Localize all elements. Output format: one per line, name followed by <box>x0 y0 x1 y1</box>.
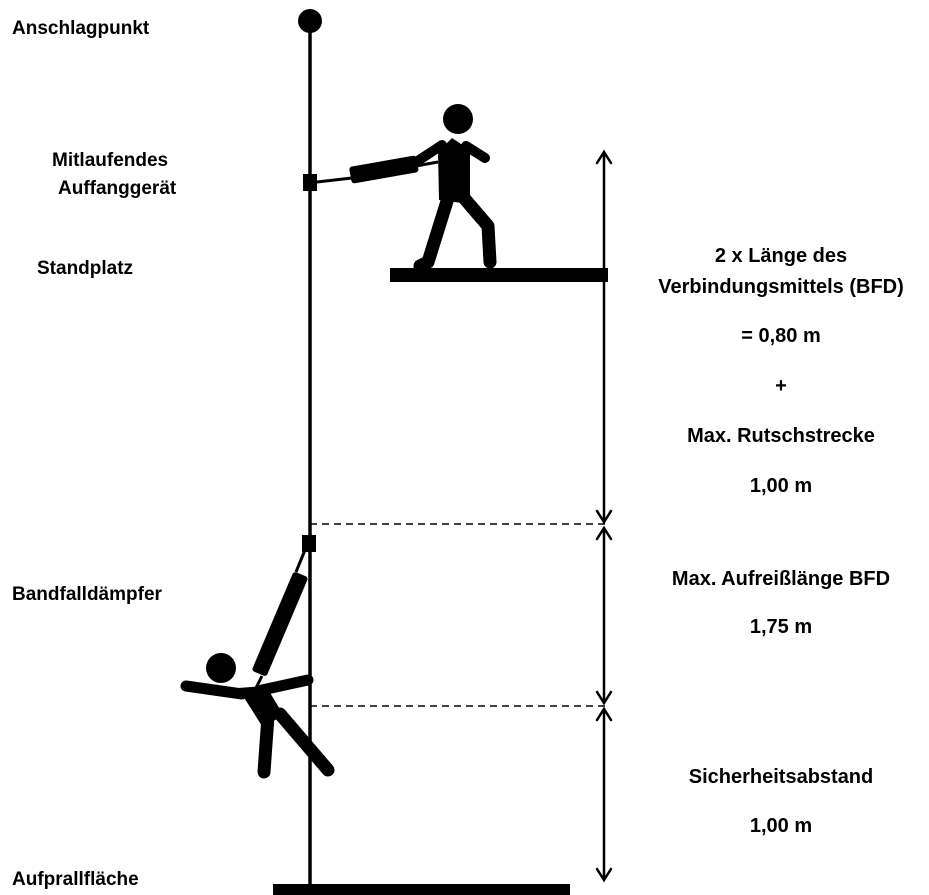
lanyard-label-line1: 2 x Länge des <box>714 245 848 267</box>
label-impact-surface: Aufprallfläche <box>12 869 139 890</box>
safety-value: 1,00 m <box>749 815 813 837</box>
dimension-arrow-tear <box>595 525 613 706</box>
lanyard-label-line2: Verbindungsmittels (BFD) <box>658 276 904 298</box>
label-standplace: Standplatz <box>37 258 134 279</box>
impact-surface-bar <box>273 884 570 895</box>
standing-worker-icon <box>405 104 497 273</box>
plus-sign: + <box>775 375 787 397</box>
tear-label: Max. Aufreißlänge BFD <box>671 568 891 590</box>
dimension-arrow-lanyard-slide <box>595 149 613 525</box>
label-anchor-point: Anschlagpunkt <box>12 18 150 39</box>
lanyard-value: = 0,80 m <box>741 325 821 347</box>
safety-label: Sicherheitsabstand <box>688 766 874 788</box>
falling-worker-icon <box>180 653 335 779</box>
label-device-line2: Auffanggerät <box>58 178 177 199</box>
label-shock-absorber: Bandfalldämpfer <box>12 584 162 605</box>
tear-value: 1,75 m <box>749 616 813 638</box>
lower-fall-arrester <box>252 535 316 691</box>
dimension-arrow-safety <box>595 706 613 883</box>
standing-platform <box>390 268 608 282</box>
label-device-line1: Mitlaufendes <box>52 150 169 171</box>
slide-label: Max. Rutschstrecke <box>687 425 875 447</box>
slide-value: 1,00 m <box>749 475 813 497</box>
